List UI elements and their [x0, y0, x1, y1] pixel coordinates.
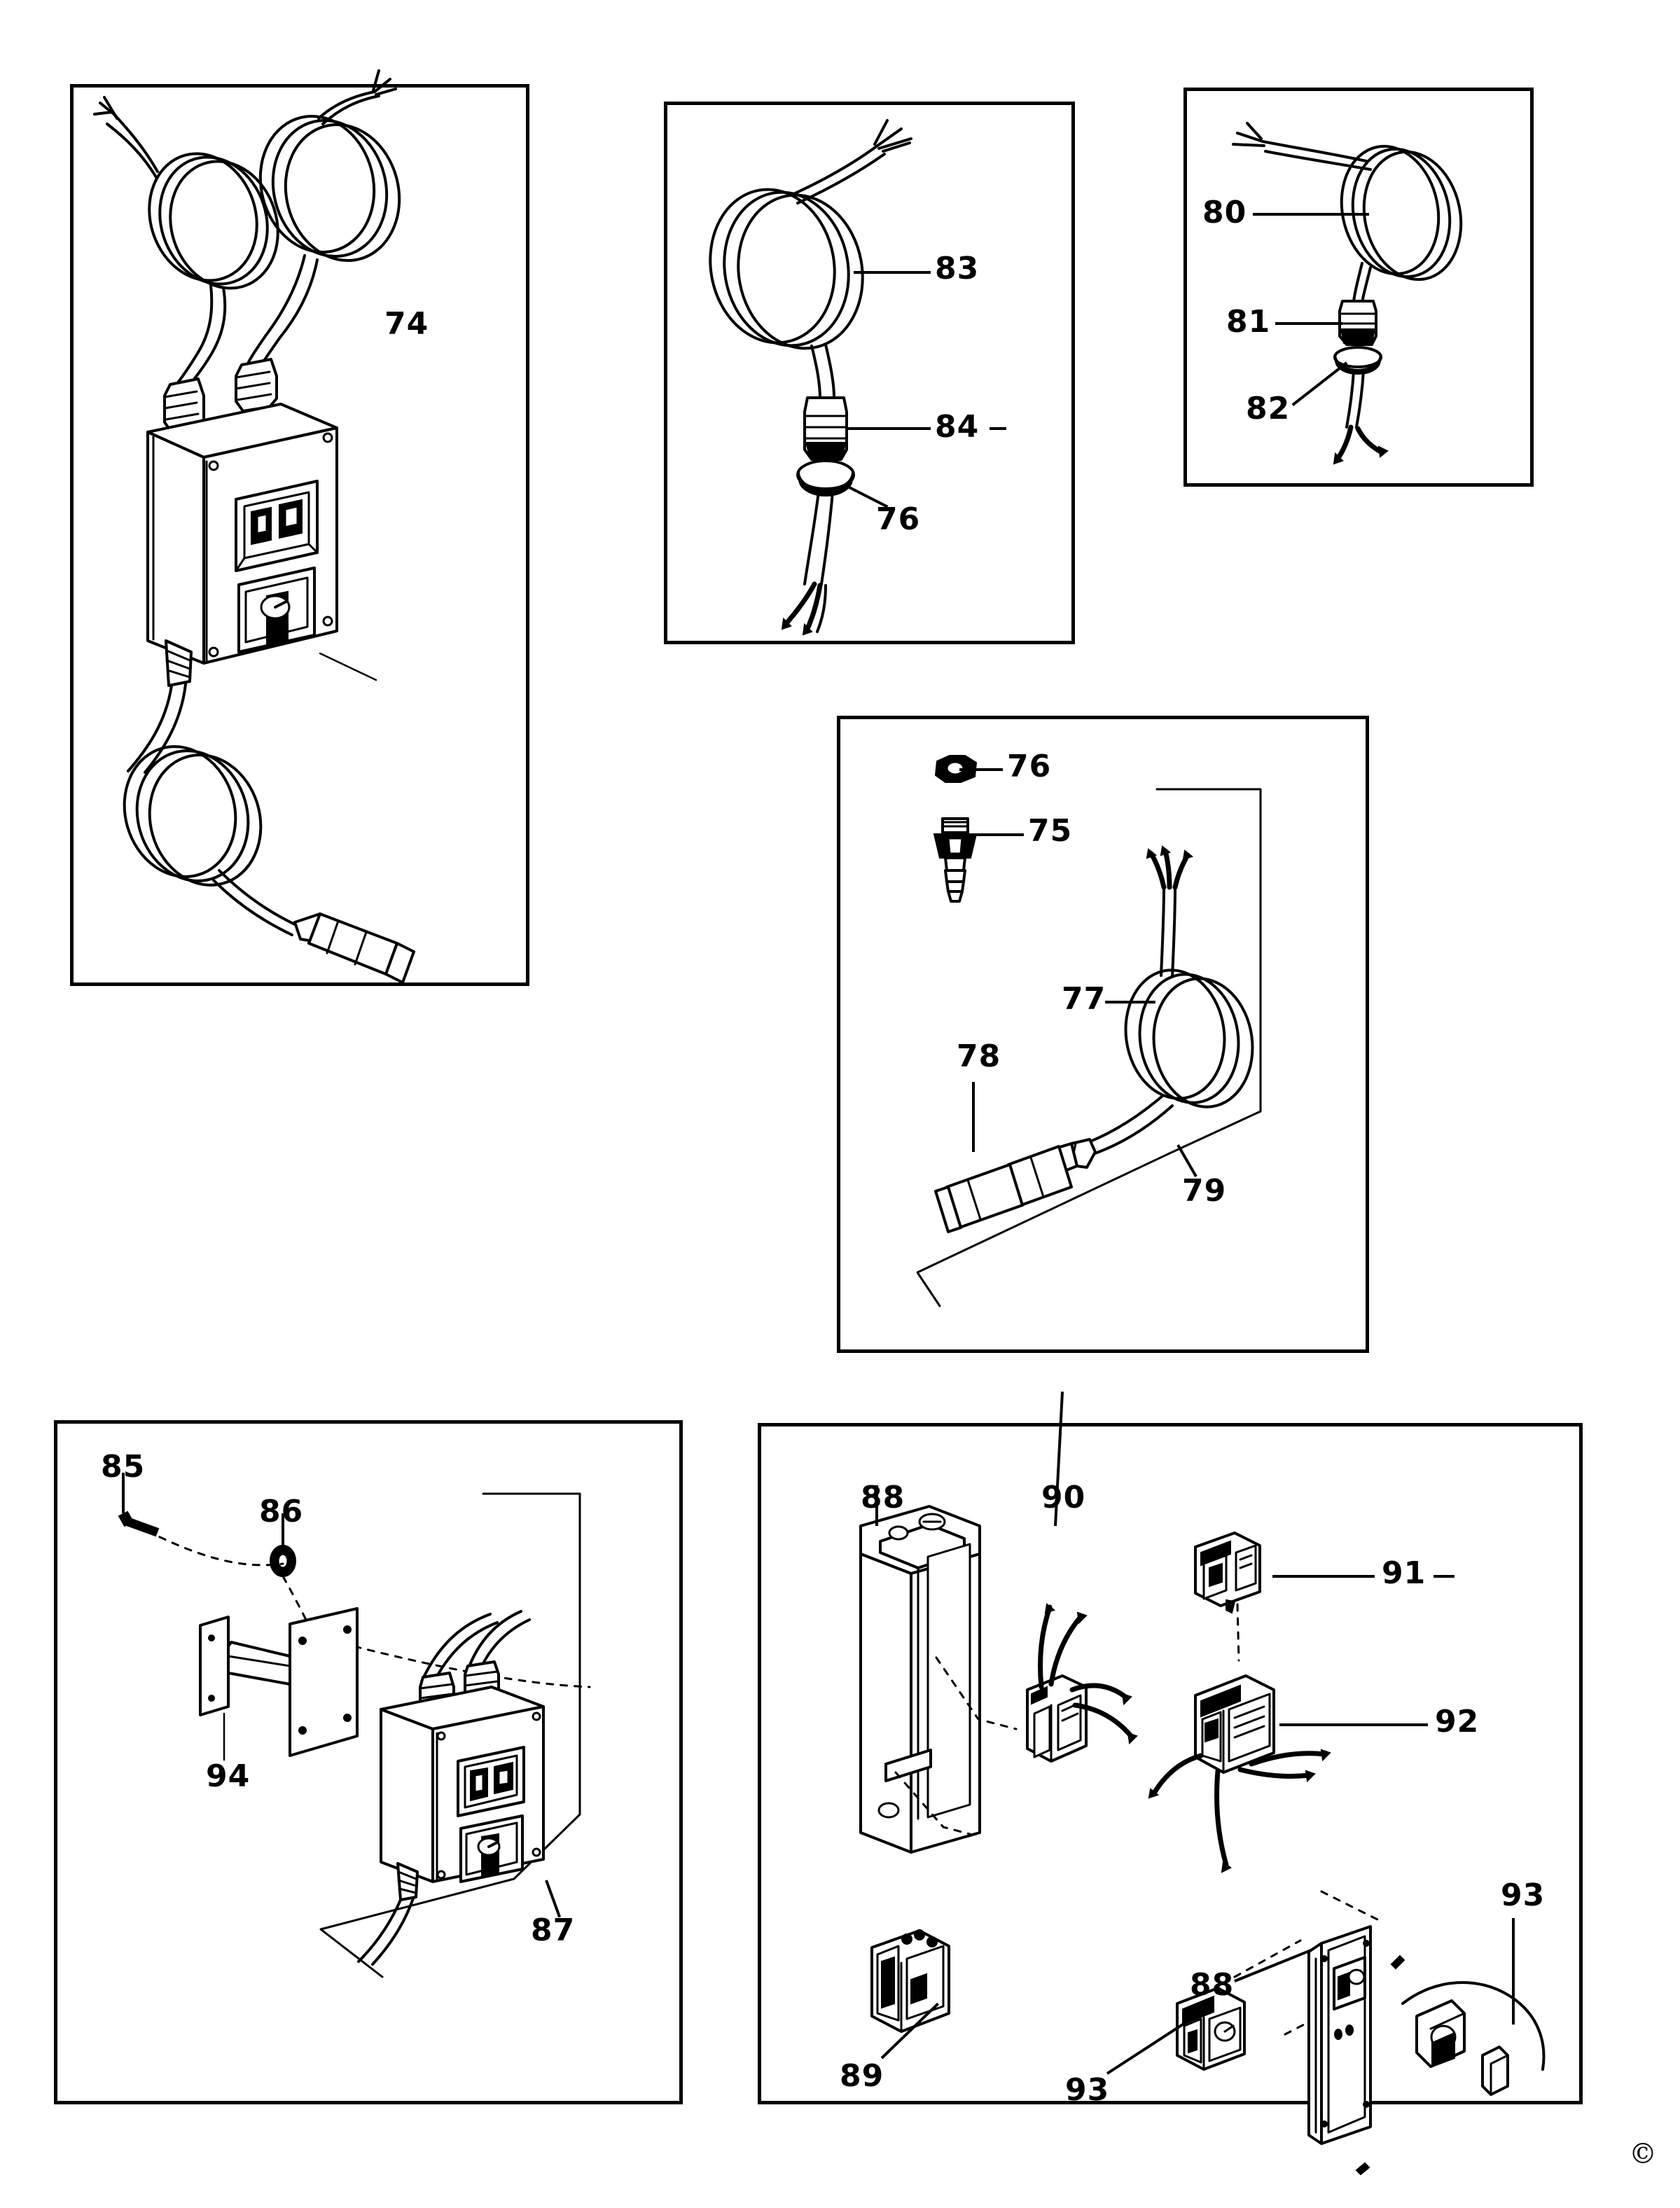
leader-88a — [875, 1485, 878, 1526]
callout-78: 78 — [957, 1039, 1001, 1074]
leader-86 — [282, 1513, 284, 1547]
leader-93b — [1512, 1918, 1515, 2025]
right-coil — [247, 71, 414, 365]
callout-88a: 88 — [861, 1480, 905, 1515]
callout-76-probe: 76 — [1007, 749, 1052, 784]
callout-74: 74 — [384, 306, 429, 342]
switchbox-assembly-artwork — [74, 88, 533, 990]
locknut-76 — [798, 461, 854, 496]
callout-76: 76 — [876, 501, 921, 537]
callout-88b: 88 — [1190, 1967, 1235, 2003]
strain-relief-boot — [166, 641, 191, 686]
bottom-coil — [109, 733, 296, 935]
callout-84: 84 — [935, 409, 980, 445]
callout-89: 89 — [840, 2058, 884, 2094]
coil-83 — [698, 120, 911, 359]
callout-87: 87 — [531, 1912, 576, 1948]
hex-nut-76 — [936, 756, 976, 782]
component-90 — [1027, 1604, 1137, 1761]
rocker-switch-detail — [236, 481, 317, 571]
panel-cable-assembly-83: 83 84 76 — [664, 102, 1075, 644]
callout-86: 86 — [259, 1494, 304, 1529]
callout-77: 77 — [1062, 981, 1106, 1017]
leader-85 — [122, 1473, 125, 1513]
panel-bracket-assembly: 85 86 94 87 — [54, 1420, 683, 2104]
callout-90: 90 — [1041, 1480, 1086, 1515]
component-91 — [1195, 1533, 1260, 1613]
leader-92 — [1279, 1723, 1428, 1726]
component-92 — [1149, 1676, 1330, 1872]
cable-80-artwork — [1187, 91, 1537, 490]
front-plate-88b — [1309, 1926, 1404, 2174]
callout-92: 92 — [1435, 1704, 1480, 1740]
barbed-fitting-75 — [934, 819, 976, 901]
component-89 — [872, 1930, 949, 2032]
left-coil — [95, 97, 294, 383]
callout-79: 79 — [1182, 1173, 1227, 1209]
probe-78 — [936, 1139, 1095, 1232]
leader-84-tail — [990, 427, 1006, 430]
callout-93b: 93 — [1501, 1877, 1546, 1913]
leader-84 — [847, 427, 931, 430]
coil-80 — [1233, 123, 1473, 289]
callout-75: 75 — [1028, 813, 1073, 849]
callout-91: 91 — [1382, 1555, 1426, 1591]
leader-80 — [1253, 213, 1369, 216]
screw-85 — [119, 1512, 158, 1536]
leader-77 — [1105, 1001, 1155, 1004]
probe-assembly-artwork — [840, 719, 1373, 1356]
leader-91 — [1272, 1575, 1375, 1578]
cable-gland-81 — [1340, 301, 1376, 345]
locknut-82 — [1335, 347, 1381, 374]
switch-box-87 — [381, 1687, 543, 1882]
cable-gland-84 — [805, 398, 847, 459]
bracket-94 — [200, 1609, 357, 1756]
coil-77 — [1118, 964, 1261, 1113]
callout-94: 94 — [206, 1758, 251, 1794]
panel-switchbox-assembly: 74 — [70, 84, 529, 986]
panel-cable-assembly-80: 80 81 82 — [1183, 88, 1534, 487]
leader-83 — [854, 271, 931, 274]
component-93b — [1403, 1983, 1543, 2095]
probe-body — [295, 914, 414, 983]
leader-76-probe — [959, 768, 1003, 771]
callout-82: 82 — [1246, 391, 1291, 426]
panel-probe-assembly: 76 75 77 78 79 — [837, 716, 1369, 1353]
cable-83-artwork — [667, 105, 1078, 648]
bracket-assembly-artwork — [57, 1424, 686, 2108]
cable-gland-right — [236, 359, 277, 411]
callout-81: 81 — [1226, 304, 1271, 340]
callout-93a: 93 — [1065, 2072, 1110, 2108]
enclosure-88 — [861, 1506, 980, 1852]
washer-86 — [270, 1546, 296, 1576]
leader-75 — [966, 833, 1024, 836]
leader-81 — [1275, 322, 1342, 325]
enclosure-internals-artwork — [761, 1426, 1586, 2108]
callout-83: 83 — [935, 251, 980, 286]
callout-80: 80 — [1202, 195, 1247, 230]
strain-relief-87 — [398, 1863, 417, 1900]
rotary-switch-detail — [239, 568, 314, 652]
panel-enclosure-internals: 88 90 91 92 89 93 88 93 — [758, 1391, 1583, 2108]
leader-78 — [972, 1082, 975, 1152]
leader-91-tail — [1433, 1575, 1455, 1578]
copyright-icon: © — [1629, 2138, 1657, 2170]
